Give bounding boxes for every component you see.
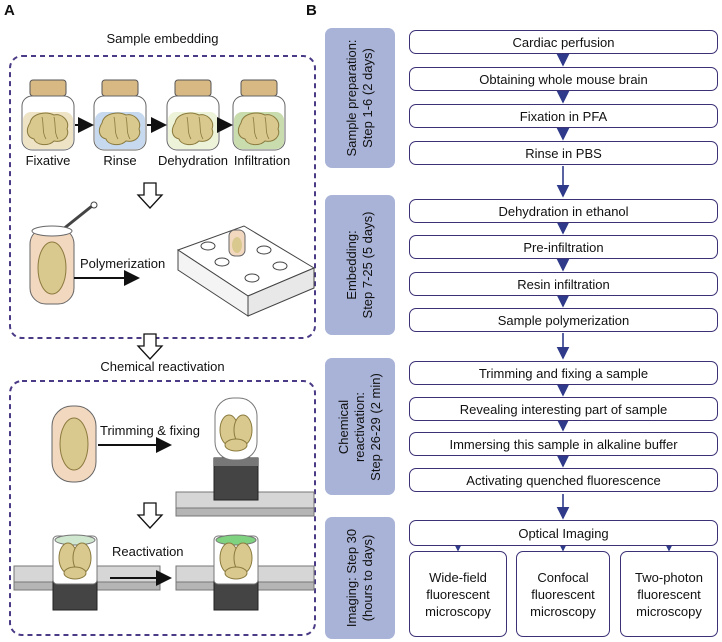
jar-dehydration-icon (166, 79, 220, 151)
jar-label-rinse: Rinse (103, 153, 137, 168)
microscopy-confocal: Confocal fluorescent microscopy (516, 551, 610, 637)
step-rinse-pbs: Rinse in PBS (409, 141, 718, 165)
holder-rail-icon (13, 534, 161, 611)
step-dehydration-ethanol: Dehydration in ethanol (409, 199, 718, 223)
polymerization-label: Polymerization (80, 256, 166, 271)
reactivation-label: Reactivation (112, 544, 184, 559)
reactivation-frame (9, 380, 316, 636)
holder-rail-icon (175, 397, 315, 517)
microscopy-two-photon: Two-photon fluorescent microscopy (620, 551, 718, 637)
stage-imaging: Imaging: Step 30 (hours to days) (325, 517, 395, 639)
jar-label-infiltration: Infiltration (233, 153, 291, 168)
reactivation-title: Chemical reactivation (100, 359, 225, 374)
step-revealing-part: Revealing interesting part of sample (409, 397, 718, 421)
step-optical-imaging: Optical Imaging (409, 520, 718, 546)
step-resin-infiltration: Resin infiltration (409, 272, 718, 296)
step-immersing-buffer: Immersing this sample in alkaline buffer (409, 432, 718, 456)
embedding-title: Sample embedding (106, 31, 219, 46)
jar-infiltration-icon (232, 79, 286, 151)
panel-a-label: A (4, 2, 15, 19)
step-pre-infiltration: Pre-infiltration (409, 235, 718, 259)
down-arrow-icon (136, 333, 164, 360)
microscopy-wide-field: Wide-field fluorescent microscopy (409, 551, 507, 637)
holder-rail-icon (175, 534, 315, 611)
step-cardiac-perfusion: Cardiac perfusion (409, 30, 718, 54)
jar-label-dehydration: Dehydration (157, 153, 229, 168)
mold-block-icon (176, 225, 316, 317)
stage-embedding: Embedding: Step 7-25 (5 days) (325, 195, 395, 335)
step-trimming-fixing: Trimming and fixing a sample (409, 361, 718, 385)
panel-b-label: B (306, 2, 317, 19)
step-activating-fluorescence: Activating quenched fluorescence (409, 468, 718, 492)
flow-connectors (451, 53, 676, 552)
capsule-pipette-icon (29, 201, 98, 305)
step-obtaining-brain: Obtaining whole mouse brain (409, 67, 718, 91)
trimming-label: Trimming & fixing (100, 423, 200, 438)
capsule-icon (51, 405, 97, 483)
jar-fixative-icon (21, 79, 75, 151)
step-sample-polymerization: Sample polymerization (409, 308, 718, 332)
down-arrow-icon (136, 182, 164, 209)
jar-rinse-icon (93, 79, 147, 151)
jar-label-fixative: Fixative (25, 153, 71, 168)
down-arrow-icon (136, 502, 164, 529)
step-fixation-pfa: Fixation in PFA (409, 104, 718, 128)
stage-chemical-reactivation: Chemical reactivation: Step 26-29 (2 min… (325, 358, 395, 495)
stage-sample-preparation: Sample preparation: Step 1-6 (2 days) (325, 28, 395, 168)
